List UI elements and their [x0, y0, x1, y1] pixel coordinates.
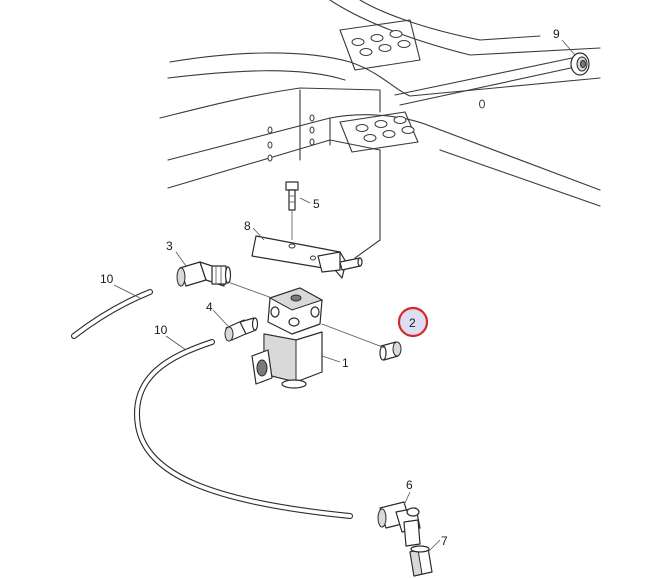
callout-8[interactable]: 8: [244, 219, 251, 233]
callout-4[interactable]: 4: [206, 300, 213, 314]
part-5-bolt[interactable]: [285, 181, 299, 240]
part-3-elbow-fitting[interactable]: [176, 261, 232, 287]
callout-5[interactable]: 5: [313, 197, 320, 211]
part-2-plug[interactable]: [379, 341, 402, 361]
callout-9[interactable]: 9: [553, 27, 560, 41]
part-6-t-fitting[interactable]: [377, 501, 421, 547]
part-7-connector[interactable]: [409, 545, 433, 577]
callout-3[interactable]: 3: [166, 239, 173, 253]
part-10-hose-upper[interactable]: [71, 289, 153, 339]
frame-holes: [267, 30, 485, 162]
part-10-hose-lower[interactable]: [133, 339, 353, 519]
part-1-valve[interactable]: [251, 287, 324, 389]
callout-10-lower[interactable]: 10: [154, 323, 168, 337]
leader-lines: [113, 39, 576, 553]
callout-10-upper[interactable]: 10: [100, 272, 114, 286]
part-4-straight-fitting[interactable]: [224, 317, 259, 342]
callout-1[interactable]: 1: [342, 356, 349, 370]
callout-labels: 9 5 8 3 10 4 10 2 1 6 7: [100, 27, 560, 548]
part-8-bracket[interactable]: [251, 235, 363, 279]
callout-2[interactable]: 2: [409, 316, 416, 330]
callout-7[interactable]: 7: [441, 534, 448, 548]
callout-6[interactable]: 6: [406, 478, 413, 492]
chassis-frame: [159, 0, 601, 259]
part-9-grommet[interactable]: [570, 52, 590, 76]
callout-2-highlight[interactable]: [397, 306, 429, 338]
